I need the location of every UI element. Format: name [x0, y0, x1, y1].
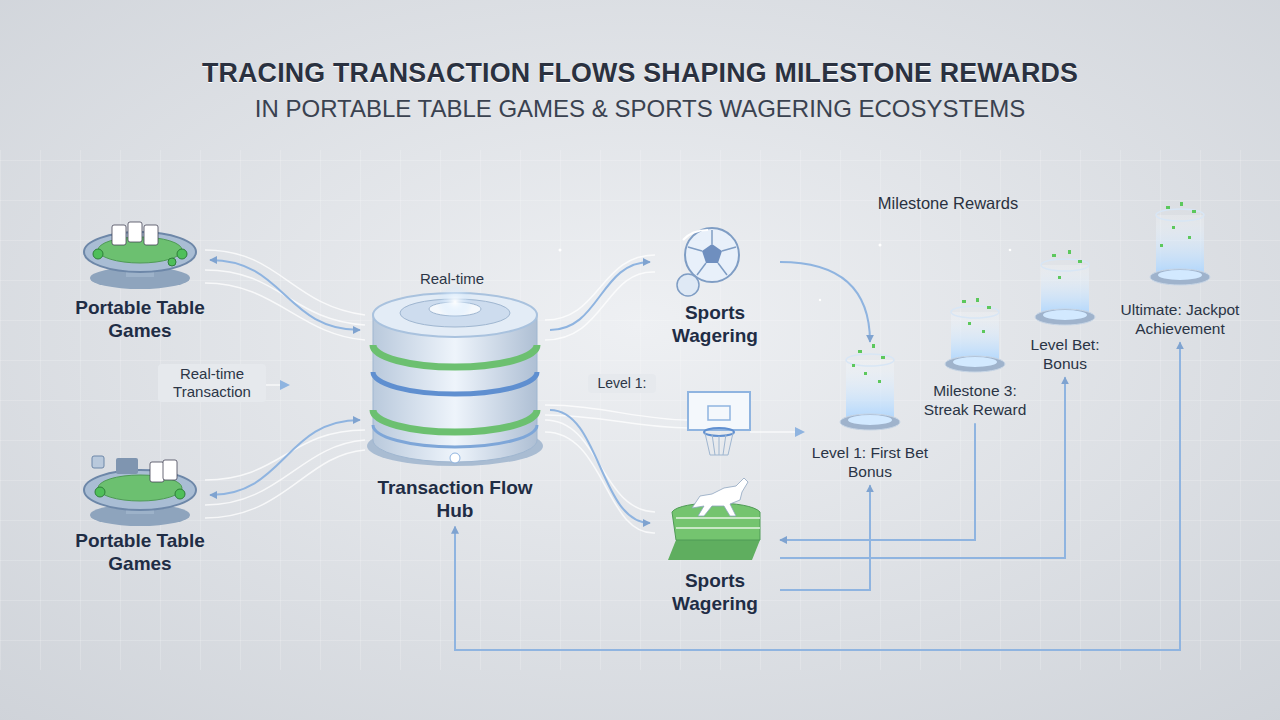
- grid: [0, 150, 1280, 670]
- flow-connector: [210, 420, 360, 495]
- flow-lines: [205, 250, 800, 533]
- node-label: Transaction Flow Hub: [360, 477, 550, 523]
- soccer-ball-icon: [677, 228, 739, 296]
- subtitle: IN PORTABLE TABLE GAMES & SPORTS WAGERIN…: [20, 95, 1260, 124]
- table-game-node: Portable Table Games: [70, 450, 210, 580]
- node-label: Level Bet: Bonus: [1015, 336, 1115, 373]
- flow-label: Real-time Transaction: [158, 364, 266, 402]
- hub-cylinder: [367, 284, 543, 466]
- reward-node: Level Bet: Bonus: [1015, 250, 1115, 377]
- hub-node: Transaction Flow Hub: [360, 295, 550, 527]
- table-game-node: Portable Table Games: [70, 215, 210, 347]
- node-label: Sports Wagering: [650, 570, 780, 616]
- flow-connector: [550, 262, 650, 330]
- flow-connector: [780, 262, 870, 342]
- table-game-icon: [84, 456, 196, 526]
- flow-connector: [550, 410, 650, 523]
- node-label: Portable Table Games: [70, 530, 210, 576]
- reward-node: Ultimate: Jackpot Achievement: [1116, 205, 1244, 342]
- node-label: Milestone 3: Streak Reward: [914, 382, 1036, 419]
- node-label: Portable Table Games: [70, 297, 210, 343]
- horse-track-icon: [668, 478, 760, 560]
- reward-pedestal: [840, 344, 900, 430]
- sparkles: [559, 244, 1012, 302]
- diagram-title: TRACING TRANSACTION FLOWS SHAPING MILEST…: [0, 58, 1280, 89]
- reward-pedestal: [1035, 250, 1095, 325]
- flow-connector: [780, 423, 975, 540]
- node-label: Ultimate: Jackpot Achievement: [1116, 301, 1244, 338]
- table-game-icon: [84, 222, 196, 289]
- reward-pedestal: [1150, 202, 1210, 285]
- flow-connector: [780, 377, 1065, 558]
- reward-node: Milestone 3: Streak Reward: [914, 296, 1036, 423]
- node-label: Level 1: First Bet Bonus: [803, 444, 937, 481]
- flow-connector: [780, 485, 870, 590]
- flow-connector: [210, 260, 360, 330]
- flow-arrowhead: [795, 427, 805, 437]
- sports-node: Sports Wagering: [650, 478, 780, 620]
- reward-node: Level 1: First Bet Bonus: [803, 342, 937, 485]
- flow-arrowhead: [280, 380, 290, 390]
- sports-node: Sports Wagering: [650, 222, 780, 352]
- node-label: Sports Wagering: [650, 302, 780, 348]
- flow-label: Level 1:: [588, 374, 656, 393]
- section-heading: Milestone Rewards: [863, 194, 1033, 214]
- flow-connector: [455, 342, 1180, 650]
- flow-label: Real-time: [402, 270, 502, 288]
- basketball-hoop-icon: [688, 392, 750, 455]
- reward-pedestal: [945, 298, 1005, 372]
